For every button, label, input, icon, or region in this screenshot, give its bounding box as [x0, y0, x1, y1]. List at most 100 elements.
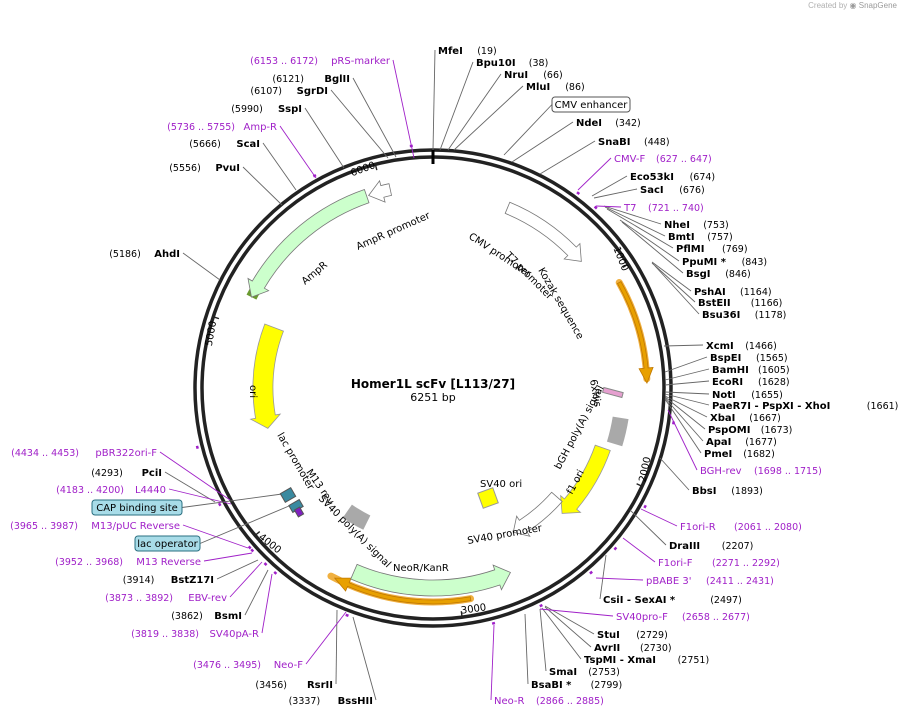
primer-label: pBR322ori-F: [95, 448, 157, 459]
feature-label: AmpR promoter: [355, 210, 433, 253]
ruler-tick: [636, 483, 643, 487]
primer-label: pBABE 3': [646, 576, 692, 587]
enzyme-label: BmtI: [668, 232, 695, 243]
feature-label: Kozak sequence: [535, 266, 585, 341]
enzyme-position: (6107): [250, 86, 282, 97]
enzyme-leader-line: [664, 393, 710, 406]
feature-box-label: CMV enhancer: [555, 100, 629, 111]
enzyme-leader-line: [453, 85, 524, 151]
plasmid-name: Homer1L scFv [L113/27]: [351, 377, 515, 391]
enzyme-position: (5990): [231, 104, 263, 115]
enzyme-position: (2751): [678, 655, 710, 666]
enzyme-label: SacI: [640, 185, 664, 196]
enzyme-position: (769): [722, 244, 748, 255]
enzyme-leader-line: [216, 559, 259, 580]
enzyme-label: CsiI - SexAI *: [603, 595, 676, 606]
snapgene-logo-icon: ◉: [849, 1, 857, 10]
enzyme-label: Eco53kI: [630, 172, 674, 183]
credit-brand: SnapGene: [858, 1, 897, 10]
enzyme-leader-line: [304, 107, 345, 169]
enzyme-label: BsgI: [686, 269, 710, 280]
primer-range: (4434 .. 4453): [11, 448, 79, 459]
enzyme-position: (5556): [169, 163, 201, 174]
enzyme-position: (1628): [758, 377, 790, 388]
enzyme-leader-line: [330, 89, 389, 159]
primer-site-mark: [589, 570, 593, 575]
primer-site-mark: [613, 546, 618, 551]
enzyme-label: NotI: [712, 390, 736, 401]
enzyme-label: PspOMI: [708, 425, 750, 436]
enzyme-leader-line: [439, 61, 474, 151]
orf-highlight: [615, 279, 651, 383]
enzyme-label: PmeI: [704, 449, 732, 460]
primer-site-mark: [217, 502, 222, 507]
feature-label: SV40 ori: [480, 479, 522, 490]
enzyme-position: (1178): [755, 310, 787, 321]
enzyme-label: ScaI: [236, 139, 260, 150]
enzyme-leader-line: [664, 397, 704, 442]
feature-label: ori: [247, 385, 258, 398]
enzyme-label: PciI: [142, 468, 162, 479]
enzyme-position: (38): [529, 58, 549, 69]
feature-leader-line: [181, 493, 283, 508]
primer-range: (3873 .. 3892): [105, 593, 173, 604]
enzyme-position: (86): [565, 82, 585, 93]
enzyme-label: BssHII: [338, 696, 373, 707]
enzyme-leader-line: [629, 509, 667, 546]
feature-box: [134, 535, 201, 552]
enzyme-leader-line: [603, 205, 662, 225]
primer-range: (2411 .. 2431): [706, 576, 774, 587]
enzyme-leader-line: [664, 395, 708, 418]
primer-label: pRS-marker: [331, 56, 391, 67]
primer-label: F1ori-R: [680, 522, 716, 533]
enzyme-leader-line: [664, 398, 702, 454]
enzyme-leader-line: [244, 569, 269, 616]
enzyme-position: (3862): [171, 611, 203, 622]
ruler-tick: [460, 611, 463, 618]
enzyme-leader-line: [524, 613, 529, 685]
enzyme-leader-line: [593, 188, 638, 199]
enzyme-label: NheI: [664, 220, 690, 231]
primer-leader-line: [203, 552, 253, 562]
enzyme-label: PpuMI *: [682, 257, 727, 268]
enzyme-position: (2729): [636, 630, 668, 641]
enzyme-leader-line: [511, 121, 574, 163]
primer-leader-line: [229, 561, 263, 598]
enzyme-label: BbsI: [692, 486, 716, 497]
enzyme-position: (757): [707, 232, 733, 243]
enzyme-leader-line: [604, 206, 666, 237]
enzyme-position: (2799): [591, 680, 623, 691]
primer-label: SV40pA-R: [210, 629, 259, 640]
enzyme-label: AhdI: [154, 249, 180, 260]
enzyme-position: (19): [477, 46, 497, 57]
primer-label: SV40pro-F: [616, 612, 668, 623]
enzyme-label: RsrII: [307, 680, 333, 691]
orf-arrow: [616, 280, 654, 385]
primer-range: (3819 .. 3838): [131, 629, 199, 640]
enzyme-position: (843): [742, 257, 768, 268]
enzyme-position: (753): [703, 220, 729, 231]
ampr-promoter-arrow: [368, 179, 393, 203]
enzyme-leader-line: [541, 607, 582, 660]
primer-leader-line: [667, 409, 698, 471]
enzyme-leader-line: [352, 77, 397, 158]
feature-leader-line: [199, 505, 290, 544]
ruler-tick: [622, 263, 629, 268]
primer-leader-line: [622, 537, 656, 563]
primer-label: Neo-R: [494, 696, 525, 707]
enzyme-label: BstEII: [698, 298, 731, 309]
feature-box-label: lac operator: [137, 539, 198, 550]
plasmid-length: 6251 bp: [410, 391, 455, 404]
enzyme-position: (1466): [745, 341, 777, 352]
enzyme-position: (4293): [91, 468, 123, 479]
enzyme-leader-line: [663, 344, 704, 347]
primer-label: CMV-F: [614, 154, 645, 165]
enzyme-leader-line: [651, 262, 696, 303]
enzyme-leader-line: [664, 380, 710, 386]
f1-ori-arrow: [560, 444, 611, 514]
primer-site-mark: [539, 603, 543, 608]
enzyme-label: DraIII: [669, 541, 700, 552]
enzyme-label: BglII: [324, 74, 350, 85]
feature-label: lac promoter: [274, 431, 316, 493]
primer-range: (3965 .. 3987): [10, 521, 78, 532]
